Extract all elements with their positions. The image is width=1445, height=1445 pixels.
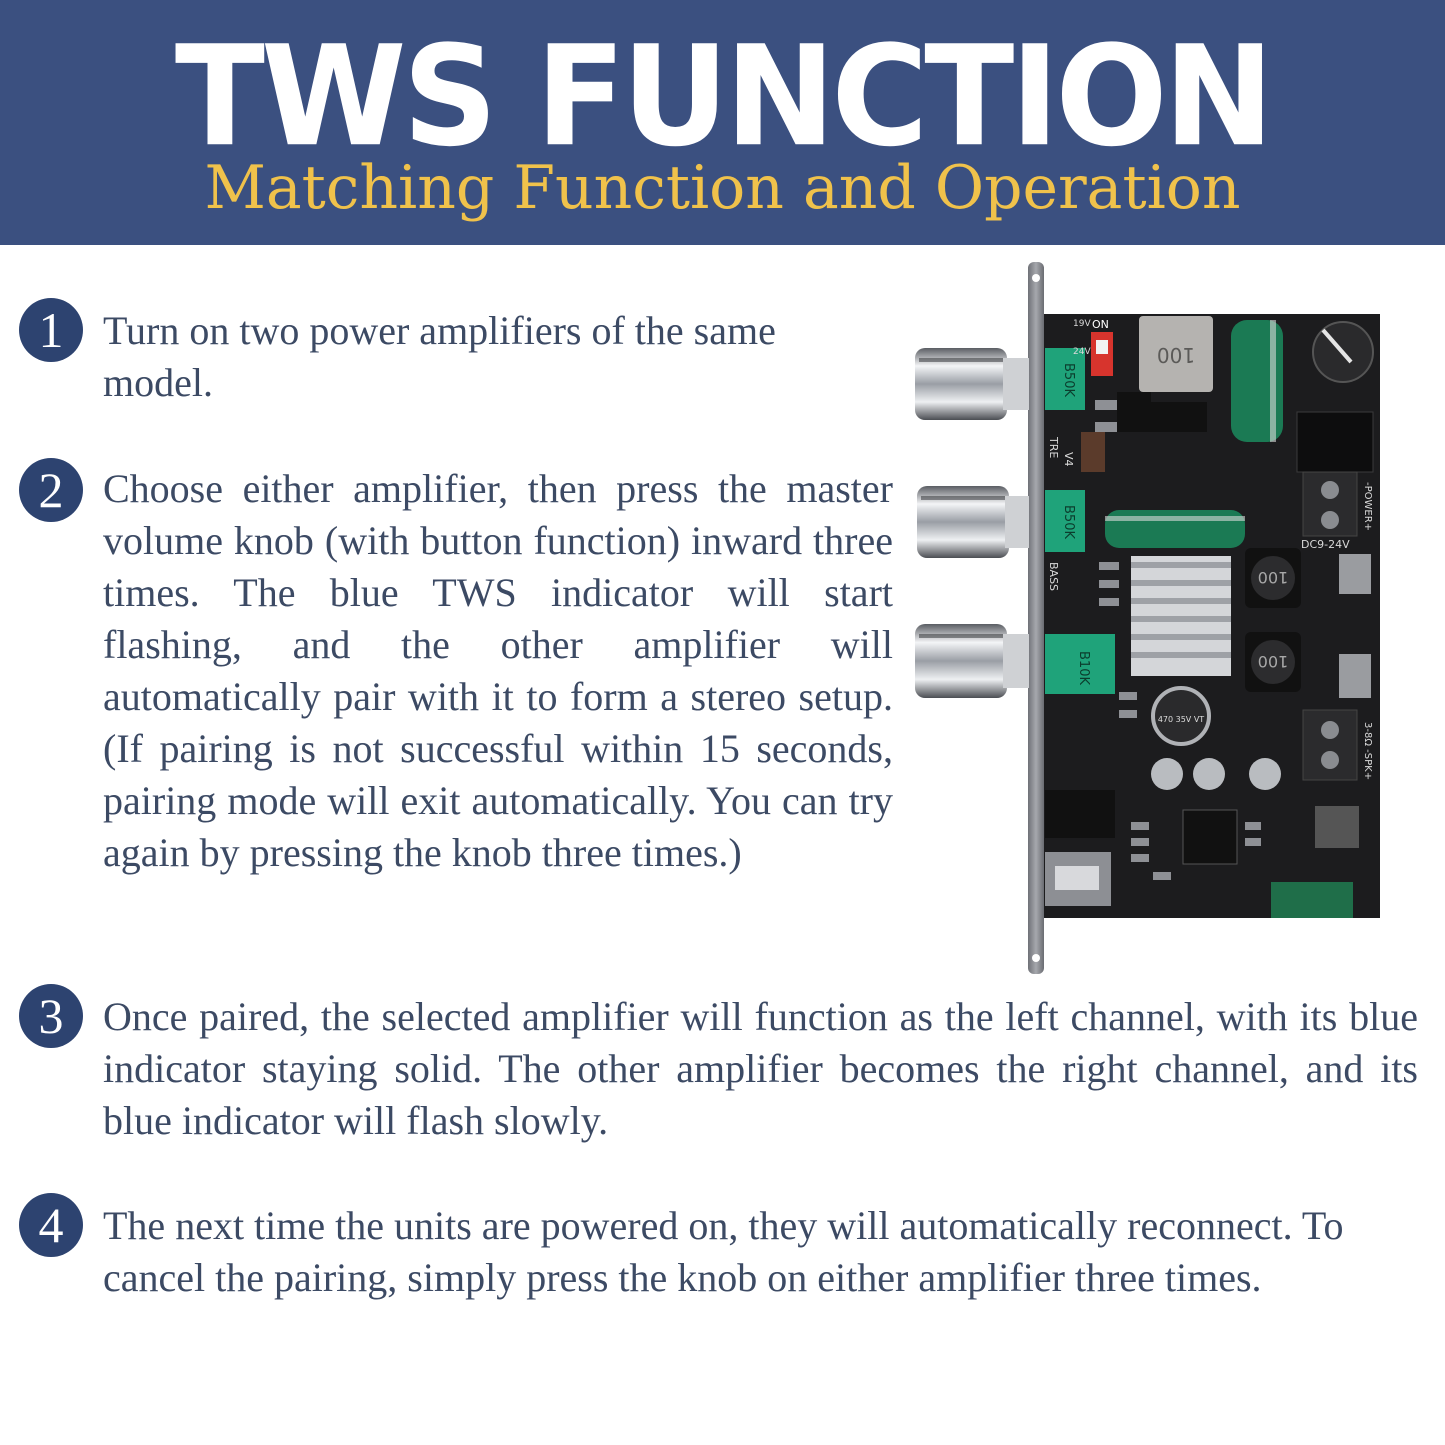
svg-text:100: 100 (1157, 343, 1195, 367)
step-number-2: 2 (19, 458, 83, 522)
capacitor-horizontal (1105, 510, 1245, 548)
front-panel (1028, 262, 1044, 974)
page-subtitle: Matching Function and Operation (204, 153, 1241, 223)
header-banner: TWS FUNCTION Matching Function and Opera… (0, 0, 1445, 245)
amplifier-board-image: B50K B50K B10K TRE V4 BASS 19V 24V ON 10… (915, 262, 1380, 974)
svg-text:B50K: B50K (1061, 363, 1076, 397)
svg-text:ON: ON (1092, 318, 1109, 331)
dc-jack (1296, 411, 1374, 473)
svg-text:V4: V4 (1062, 452, 1075, 467)
bluetooth-chip (1182, 809, 1238, 865)
svg-text:-POWER+: -POWER+ (1362, 482, 1373, 531)
svg-text:B50K: B50K (1061, 505, 1076, 539)
pot-treble (1045, 348, 1085, 410)
audio-jack (1045, 790, 1115, 838)
svg-text:24V: 24V (1073, 347, 1091, 357)
svg-text:DC9-24V: DC9-24V (1301, 538, 1350, 551)
volume-knob-icon (915, 624, 1029, 698)
svg-text:TRE: TRE (1047, 436, 1060, 458)
svg-text:100: 100 (1258, 652, 1289, 671)
svg-text:B10K: B10K (1076, 651, 1091, 685)
page-title: TWS FUNCTION (174, 16, 1274, 178)
step-text-2: Choose either amplifier, then press the … (103, 466, 893, 875)
step-number-1: 1 (19, 298, 83, 362)
step-text-3: Once paired, the selected amplifier will… (103, 994, 1418, 1143)
pot-volume (1045, 634, 1115, 694)
bass-knob-icon (917, 486, 1029, 558)
antenna (1271, 882, 1353, 918)
svg-text:470 35V VT: 470 35V VT (1158, 715, 1204, 724)
svg-text:100: 100 (1258, 568, 1289, 587)
svg-text:BASS: BASS (1047, 562, 1060, 591)
svg-text:3-8Ω -SPK+: 3-8Ω -SPK+ (1362, 722, 1373, 780)
inductor-large (1139, 316, 1213, 392)
step-text-4: The next time the units are powered on, … (103, 1203, 1344, 1300)
treble-knob-icon (915, 348, 1029, 420)
speaker-terminal (1302, 709, 1358, 781)
pot-bass (1045, 490, 1085, 552)
heatsink (1131, 556, 1231, 676)
capacitor-470 (1151, 686, 1211, 746)
step-text-1: Turn on two power amplifiers of the same… (103, 308, 776, 405)
svg-text:19V: 19V (1073, 319, 1091, 329)
step-number-4: 4 (19, 1193, 83, 1257)
step-number-3: 3 (19, 984, 83, 1048)
